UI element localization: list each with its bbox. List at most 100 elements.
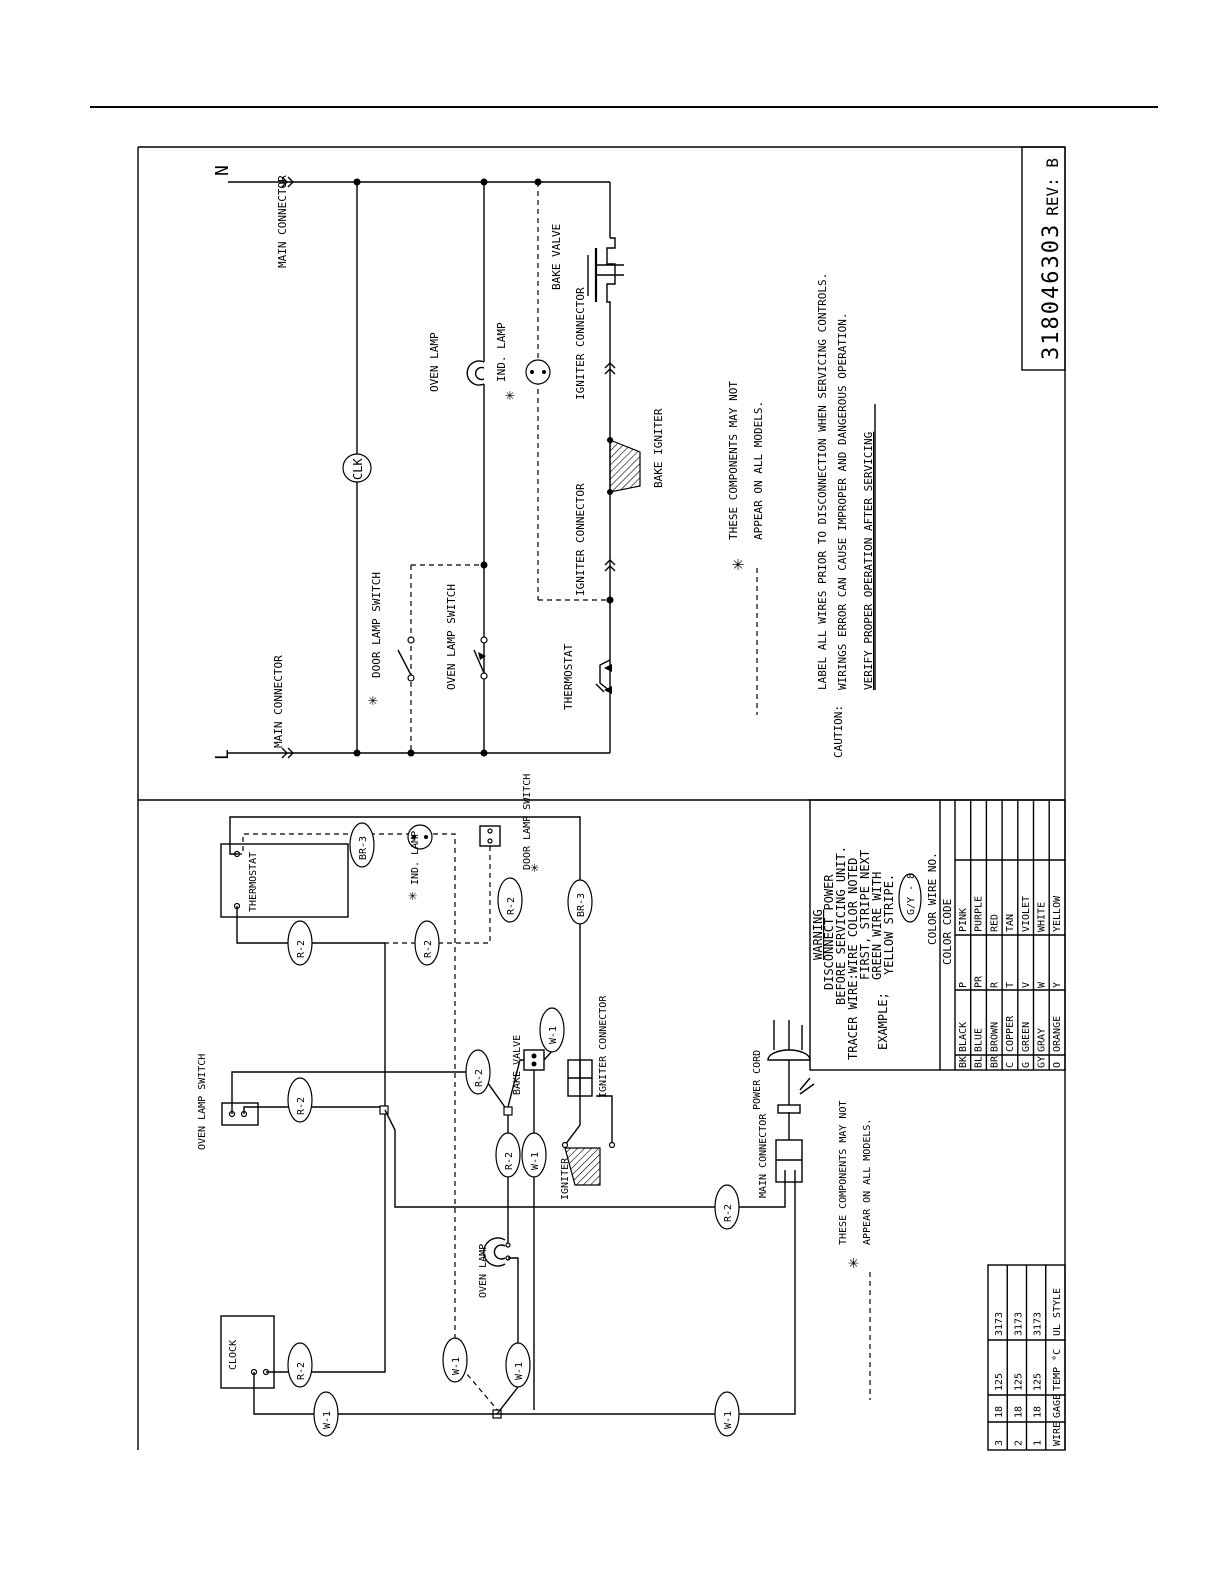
ind-lamp-asterisk-icon: ✳ bbox=[505, 385, 515, 404]
wiring-oven-lamp-switch: OVEN LAMP SWITCH bbox=[197, 1054, 259, 1150]
wire-spec-table: 318125317321812531731181253173WIREGAGETE… bbox=[987, 1264, 1066, 1451]
color-code-name: ORANGE bbox=[1052, 1016, 1063, 1052]
svg-text:COLOR CODE: COLOR CODE bbox=[941, 899, 954, 965]
svg-text:W-1: W-1 bbox=[548, 1026, 559, 1044]
r2-badge-lamp: R-2 bbox=[495, 1132, 521, 1178]
color-code-abbrev: O bbox=[1052, 1062, 1063, 1068]
junction-box-1 bbox=[379, 1105, 389, 1115]
thermostat-label: THERMOSTAT bbox=[562, 643, 575, 710]
igniter-connector-2-mark bbox=[604, 559, 616, 572]
svg-text:R-2: R-2 bbox=[296, 1362, 307, 1380]
wire-table-cell: 18 bbox=[994, 1406, 1005, 1418]
svg-text:W-1: W-1 bbox=[723, 1411, 734, 1429]
svg-text:GREEN WIRE WITH: GREEN WIRE WITH bbox=[870, 872, 884, 980]
wiring-clock: CLOCK bbox=[220, 1315, 275, 1389]
svg-text:COLOR WIRE NO.: COLOR WIRE NO. bbox=[926, 852, 939, 945]
color-code-abbrev: BR bbox=[989, 1055, 1000, 1068]
w1-badge-lamp: W-1 bbox=[521, 1132, 547, 1178]
color-code-abbrev: T bbox=[1005, 982, 1016, 988]
svg-text:BEFORE SERVICING UNIT.: BEFORE SERVICING UNIT. bbox=[834, 846, 848, 1005]
svg-text:YELLOW STRIPE.: YELLOW STRIPE. bbox=[882, 874, 896, 975]
clock-label: CLK bbox=[351, 458, 365, 480]
color-code-name: PINK bbox=[958, 908, 969, 932]
wiring-ind-lamp-label: IND. LAMP bbox=[410, 831, 421, 885]
wiring-igniter: IGNITER bbox=[560, 1141, 616, 1200]
l-connector-arrow bbox=[281, 747, 294, 759]
wiring-door-lamp-switch-label: DOOR LAMP SWITCH bbox=[522, 774, 533, 870]
schematic-note-line1: THESE COMPONENTS MAY NOT bbox=[727, 381, 740, 540]
svg-text:W-1: W-1 bbox=[322, 1411, 333, 1429]
wiring-door-lamp-switch: DOOR LAMP SWITCH ✳ bbox=[479, 774, 539, 876]
wiring-note-line1: THESE COMPONENTS MAY NOT bbox=[838, 1101, 849, 1246]
wire-table-cell: 18 bbox=[1013, 1406, 1024, 1418]
w1-badge-clock: W-1 bbox=[313, 1391, 339, 1437]
wire-table-cell: 125 bbox=[994, 1373, 1005, 1391]
color-code-name: GRAY bbox=[1037, 1028, 1048, 1052]
svg-text:TRACER WIRE:WIRE COLOR NOTED: TRACER WIRE:WIRE COLOR NOTED bbox=[846, 858, 860, 1060]
wire-table-cell: 18 bbox=[1033, 1406, 1044, 1418]
r2-badge-thermostat: R-2 bbox=[287, 920, 313, 966]
wire-table-cell: 125 bbox=[1013, 1373, 1024, 1391]
r2-badge-door-vert: R-2 bbox=[497, 877, 523, 923]
oven-lamp-switch-symbol: OVEN LAMP SWITCH bbox=[445, 584, 488, 690]
r2-badge-door: R-2 bbox=[414, 920, 440, 966]
r2-badge-oven-switch: R-2 bbox=[287, 1077, 313, 1123]
color-code-name: TAN bbox=[1005, 914, 1016, 932]
schematic-note-line2: APPEAR ON ALL MODELS. bbox=[752, 401, 765, 540]
clock-symbol: CLK bbox=[342, 453, 372, 483]
l-terminal-label: L bbox=[212, 749, 233, 760]
n-terminal-label: N bbox=[212, 165, 233, 176]
wire-table-header: GAGE bbox=[1052, 1394, 1063, 1418]
color-code-name: BROWN bbox=[989, 1022, 1000, 1052]
wiring-ind-lamp: IND. LAMP ✳ bbox=[407, 824, 433, 904]
color-code-name: YELLOW bbox=[1052, 895, 1063, 932]
wiring-oven-lamp: OVEN LAMP bbox=[478, 1237, 511, 1298]
color-code-table: BKBLACKPPINKBLBLUEPRPURPLEBRBROWNRREDCCO… bbox=[958, 800, 1063, 1070]
schematic-note-asterisk-icon: ✳ bbox=[732, 551, 744, 575]
wiring-main-connector-label: MAIN CONNECTOR bbox=[758, 1113, 769, 1198]
svg-text:W-1: W-1 bbox=[451, 1357, 462, 1375]
wiring-note-asterisk-icon: ✳ bbox=[848, 1252, 859, 1273]
color-code-abbrev: BK bbox=[958, 1056, 969, 1068]
wiring-igniter-connector: IGNITER CONNECTOR bbox=[567, 995, 609, 1098]
svg-text:R-2: R-2 bbox=[296, 1097, 307, 1115]
wiring-oven-lamp-label: OVEN LAMP bbox=[478, 1244, 489, 1298]
drawing-frame bbox=[137, 146, 1066, 1450]
svg-text:BR-3: BR-3 bbox=[576, 893, 587, 917]
bake-igniter-symbol: BAKE IGNITER bbox=[607, 408, 665, 495]
wire-table-cell: 3173 bbox=[1033, 1312, 1044, 1336]
label-all-wires-note: LABEL ALL WIRES PRIOR TO DISCONNECTION W… bbox=[816, 273, 829, 690]
r2-badge-clock: R-2 bbox=[287, 1342, 313, 1388]
schematic-section: REV: B 318046303 N L MAIN CONNECTOR MAIN… bbox=[212, 146, 1066, 760]
wire-table-cell: 125 bbox=[1033, 1373, 1044, 1391]
junction-box-2 bbox=[503, 1106, 513, 1116]
wire-table-header: UL STYLE bbox=[1052, 1288, 1063, 1336]
oven-lamp-label: OVEN LAMP bbox=[428, 332, 441, 392]
warning-box: WARNING DISCONNECT POWER BEFORE SERVICIN… bbox=[809, 799, 1066, 1071]
color-code-abbrev: C bbox=[1005, 1062, 1016, 1068]
wiring-bake-valve: BAKE VALVE bbox=[512, 1035, 545, 1095]
color-code-abbrev: Y bbox=[1052, 982, 1063, 988]
door-lamp-switch-label: DOOR LAMP SWITCH bbox=[370, 572, 383, 678]
br3-badge-bottom: BR-3 bbox=[567, 879, 593, 925]
svg-text:DISCONNECT POWER: DISCONNECT POWER bbox=[822, 874, 836, 990]
caution-notes: LABEL ALL WIRES PRIOR TO DISCONNECTION W… bbox=[816, 273, 876, 758]
caution-line1: WIRINGS ERROR CAN CAUSE IMPROPER AND DAN… bbox=[836, 313, 849, 691]
w1-badge-bake-valve: W-1 bbox=[539, 1007, 565, 1053]
wiring-door-asterisk-icon: ✳ bbox=[530, 858, 539, 876]
thermostat-symbol: THERMOSTAT bbox=[562, 643, 612, 710]
svg-text:G/Y - 8: G/Y - 8 bbox=[906, 873, 917, 915]
color-code-name: COPPER bbox=[1005, 1015, 1016, 1052]
oven-lamp-switch-label: OVEN LAMP SWITCH bbox=[445, 584, 458, 690]
svg-text:FIRST, STRIPE NEXT: FIRST, STRIPE NEXT bbox=[858, 850, 872, 980]
bake-igniter-label: BAKE IGNITER bbox=[652, 408, 665, 488]
ind-lamp-label: IND. LAMP bbox=[495, 322, 508, 382]
wiring-oven-lamp-switch-label: OVEN LAMP SWITCH bbox=[197, 1054, 208, 1150]
bake-valve-symbol: BAKE VALVE bbox=[550, 224, 624, 312]
color-code-name: BLUE bbox=[974, 1028, 985, 1052]
color-code-name: BLACK bbox=[958, 1022, 969, 1052]
wiring-igniter-label: IGNITER bbox=[560, 1157, 571, 1200]
color-code-name: RED bbox=[989, 914, 1000, 932]
color-code-abbrev: P bbox=[958, 982, 969, 988]
wire-table-cell: 1 bbox=[1033, 1440, 1044, 1446]
